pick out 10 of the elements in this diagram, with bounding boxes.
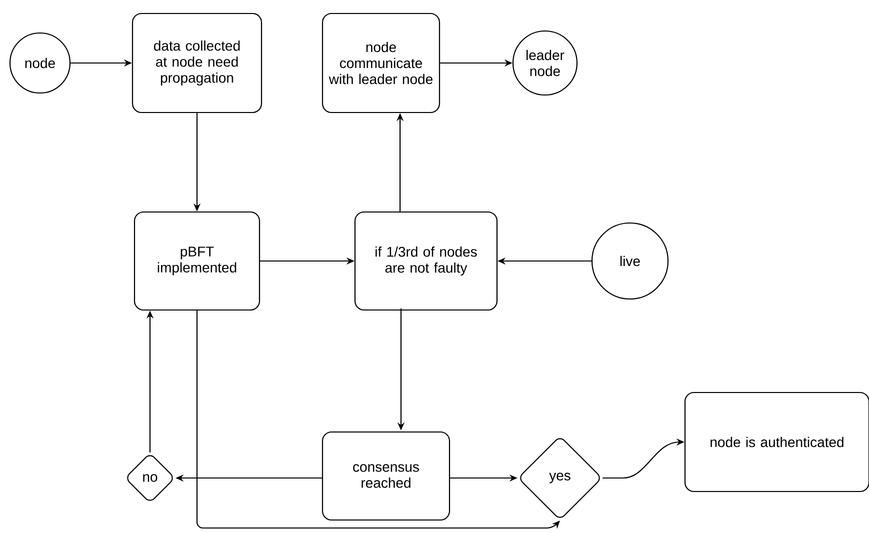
arrow <box>196 310 560 529</box>
process-box: data collected at node need propagation <box>132 12 262 114</box>
process-box: node communicate with leader node <box>322 12 440 114</box>
process-box: node is authenticated <box>684 392 869 492</box>
process-box: pBFT implemented <box>134 211 260 311</box>
circle-node: node <box>9 32 71 94</box>
process-box: if 1/3rd of nodes are not faulty <box>354 211 498 311</box>
process-box: consensus reached <box>322 431 450 521</box>
circle-node: leader node <box>512 30 578 96</box>
circle-node: live <box>591 222 669 300</box>
